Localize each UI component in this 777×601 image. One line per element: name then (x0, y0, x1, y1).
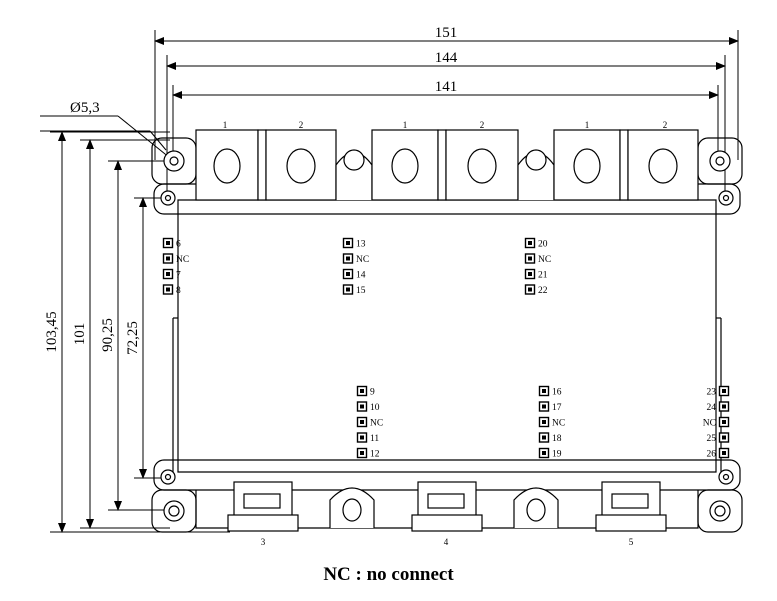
pin-center (542, 420, 546, 424)
pin-center (722, 435, 726, 440)
bottom-terminals (227, 481, 667, 532)
dimension-101-label: 101 (72, 323, 88, 346)
pin-label: 24 (707, 403, 717, 413)
top-terminals (195, 129, 699, 201)
pin-label: 9 (370, 388, 375, 398)
pin-center (166, 256, 170, 261)
dimension-72-25-label: 72,25 (125, 321, 141, 355)
pin-center (528, 272, 532, 276)
dimension-101 (80, 139, 170, 529)
pin-center (166, 241, 170, 245)
legend-note: NC : no connect (323, 564, 454, 585)
pin-label: 13 (356, 240, 366, 250)
pin-center (346, 256, 350, 261)
pin-center (528, 287, 532, 292)
bottom-terminal-label: 4 (444, 537, 449, 547)
pin-center (722, 420, 726, 424)
bottom-nut-bosses (329, 487, 559, 528)
pin-center (542, 451, 546, 455)
pin-label: 16 (552, 388, 562, 398)
top-terminal-label: 2 (299, 120, 304, 130)
pin-label: NC (703, 419, 716, 429)
pin-label: 12 (370, 450, 380, 460)
bottom-terminal-label: 5 (629, 537, 634, 547)
pin-center (360, 451, 364, 455)
pin-label: 18 (552, 434, 562, 444)
pin-center (166, 272, 170, 276)
pin-center (528, 256, 532, 261)
bottom-terminal-label: 3 (261, 537, 266, 547)
pin-label: 14 (356, 271, 366, 281)
pin-center (360, 404, 364, 409)
pin-center (722, 389, 726, 393)
dimension-103-45 (50, 131, 230, 533)
pin-label: NC (552, 419, 565, 429)
top-terminal-label: 1 (585, 120, 590, 130)
top-terminal-label: 2 (480, 120, 485, 130)
pin-label: 15 (356, 286, 366, 296)
pin-label: 7 (176, 271, 181, 281)
signal-pins: 6NC7813NC141520NC2122910NC11121617NC1819… (162, 237, 730, 460)
pin-label: 20 (538, 240, 548, 250)
pin-label: 21 (538, 271, 548, 281)
pin-label: NC (370, 419, 383, 429)
pin-center (722, 451, 726, 455)
pin-center (542, 435, 546, 440)
pin-center (542, 404, 546, 409)
hole-diameter-label: Ø5,3 (70, 100, 100, 116)
top-terminal-label: 1 (223, 120, 228, 130)
dimension-151-label: 151 (435, 25, 458, 41)
top-terminal-label: 2 (663, 120, 668, 130)
mounting-holes (160, 150, 734, 522)
dimension-151 (154, 30, 739, 160)
dimension-103-45-label: 103,45 (44, 311, 60, 352)
dimension-90-25 (108, 160, 170, 511)
pin-center (360, 435, 364, 440)
pin-center (360, 420, 364, 424)
pin-center (166, 287, 170, 292)
pin-label: NC (356, 255, 369, 265)
pin-label: 25 (707, 434, 717, 444)
pin-label: 10 (370, 403, 380, 413)
pin-label: 22 (538, 286, 548, 296)
pin-center (346, 287, 350, 292)
hole-diameter-leader (40, 115, 171, 159)
top-terminal-label: 1 (403, 120, 408, 130)
dimension-141-label: 141 (435, 79, 458, 95)
pin-label: 6 (176, 240, 181, 250)
pin-label: 8 (176, 286, 181, 296)
pin-center (346, 272, 350, 276)
pin-center (542, 389, 546, 393)
pin-label: 11 (370, 434, 379, 444)
pin-label: 17 (552, 403, 562, 413)
dimension-144-label: 144 (435, 50, 458, 66)
pin-center (528, 241, 532, 245)
dimension-144 (166, 55, 726, 200)
pin-label: 19 (552, 450, 562, 460)
pin-label: 26 (707, 450, 717, 460)
pin-center (722, 404, 726, 409)
dimension-90-25-label: 90,25 (100, 318, 116, 352)
pin-label: 23 (707, 388, 717, 398)
pin-center (346, 241, 350, 245)
pin-label: NC (176, 255, 189, 265)
pin-center (360, 389, 364, 393)
pin-label: NC (538, 255, 551, 265)
